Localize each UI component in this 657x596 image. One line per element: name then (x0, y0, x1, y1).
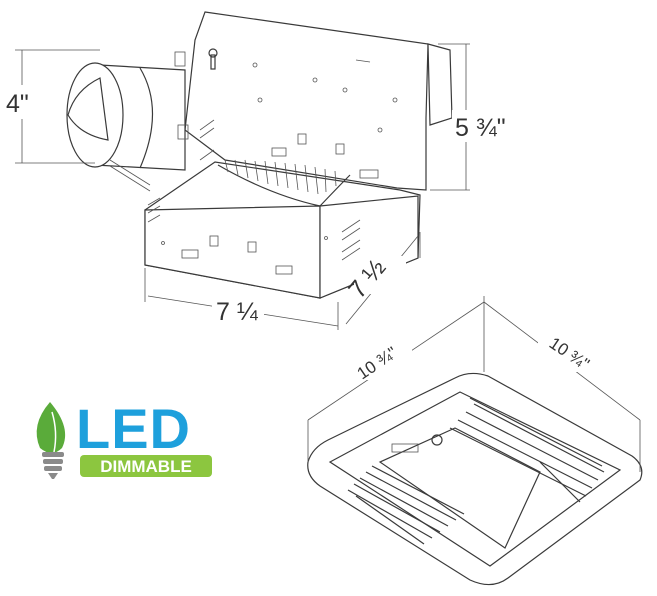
housing-knockouts (147, 119, 361, 261)
housing-width-label: 7 ¼ (216, 298, 259, 326)
plate-right-flange (427, 43, 453, 126)
light-lens (378, 427, 541, 549)
vent-slats-right (449, 397, 605, 503)
vent-slats-left (347, 465, 465, 545)
grille-inner-frame (328, 391, 622, 567)
leaf-bulb-icon (36, 402, 66, 479)
plate-holes (252, 59, 398, 133)
housing-right-face (319, 195, 419, 299)
fan-opening (217, 164, 351, 207)
dimmable-label: DIMMABLE (100, 457, 192, 476)
led-dimmable-badge: LED DIMMABLE (36, 397, 212, 479)
grille-label (391, 434, 443, 453)
grille-drawing (307, 372, 643, 586)
housing-tabs (181, 133, 379, 275)
dimension-grille-depth: 10 ¾" (483, 301, 641, 472)
keyhole-slot-left (208, 48, 218, 70)
dimension-housing-width: 7 ¼ (144, 268, 339, 330)
dimension-grille-width: 10 ¾" (307, 296, 485, 462)
duct-height-label: 4" (6, 90, 29, 118)
fan-housing-drawing (66, 11, 453, 299)
dimension-housing-height: 5 ¾" (430, 43, 512, 191)
dimension-duct-height: 4" (6, 49, 100, 164)
housing-front-face (144, 205, 321, 299)
fan-blades (224, 159, 337, 195)
housing-height-label: 5 ¾" (455, 114, 506, 142)
mounting-plate (184, 11, 429, 191)
led-title: LED (76, 397, 191, 460)
dimmable-pill (80, 455, 212, 477)
duct-connector (66, 51, 189, 192)
